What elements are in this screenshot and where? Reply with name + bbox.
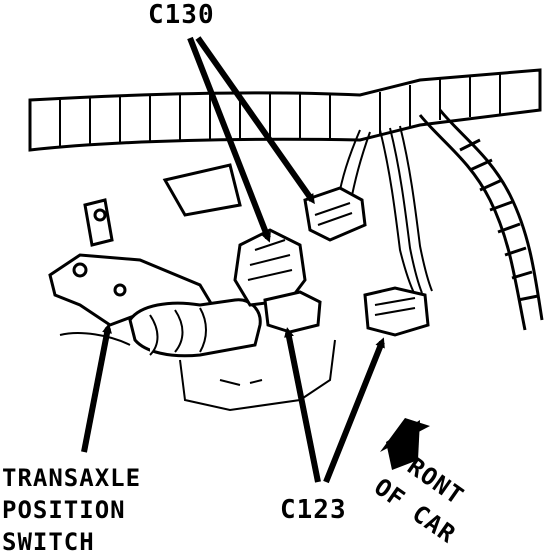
c130-label: C130 xyxy=(148,0,215,30)
label-line-transaxle: TRANSAXLE xyxy=(2,464,142,492)
c130-arrow-1 xyxy=(187,36,271,243)
switch-arrow xyxy=(81,323,112,453)
c123-arrow-2 xyxy=(323,337,385,484)
front-direction-arrow xyxy=(380,418,430,470)
c130-connector xyxy=(303,186,367,242)
leader-arrows xyxy=(81,36,385,484)
harness-branch-right xyxy=(418,109,544,331)
c123-arrow-1 xyxy=(284,327,321,483)
label-line-position: POSITION xyxy=(2,496,126,524)
label-line-switch: SWITCH xyxy=(2,528,95,556)
c123-connector xyxy=(263,286,430,337)
transaxle-position-switch-label: TRANSAXLE POSITION SWITCH xyxy=(2,462,141,558)
central-assembly xyxy=(162,163,307,307)
wiring-harness-tube xyxy=(28,68,542,152)
transaxle-switch-body xyxy=(128,298,262,358)
c130-arrow-2 xyxy=(195,36,315,205)
transaxle-case xyxy=(59,332,336,412)
c123-label: C123 xyxy=(280,495,347,525)
